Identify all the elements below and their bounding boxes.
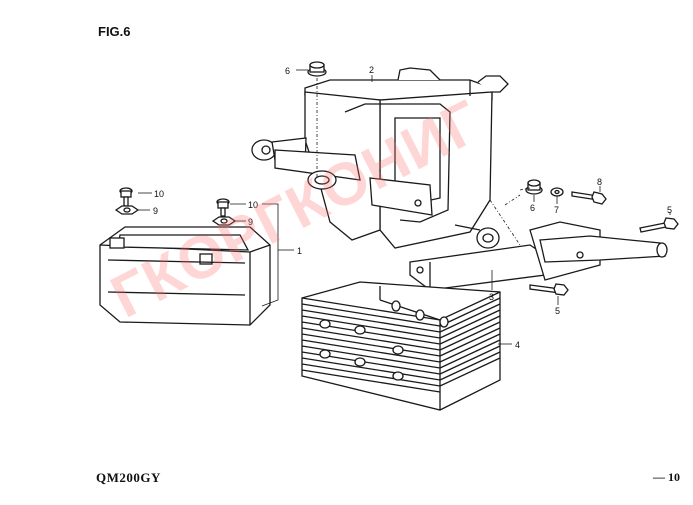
callout-3: 3 — [489, 292, 494, 302]
callout-10: 10 — [248, 200, 258, 210]
callout-2: 2 — [369, 65, 374, 75]
callout-6: 6 — [530, 203, 535, 213]
battery — [99, 226, 271, 326]
model-name: QM200GY — [96, 470, 161, 485]
assembly-line-bracket — [489, 199, 521, 246]
assembly-line-bolt — [504, 187, 531, 206]
battery-rubber-tray — [301, 281, 501, 411]
callout-8: 8 — [597, 177, 602, 187]
figure-title: FIG.6 — [98, 24, 131, 39]
bolt-5a — [639, 217, 679, 233]
callout-10: 10 — [154, 189, 164, 199]
grommet-6b — [525, 179, 543, 195]
washer-7 — [550, 187, 564, 197]
callout-9: 9 — [153, 206, 158, 216]
battery-nut-9a — [114, 205, 140, 215]
grommet-6a — [307, 61, 327, 77]
leader-10b — [230, 203, 279, 307]
battery-box-bracket — [251, 67, 509, 249]
callout-1: 1 — [297, 246, 302, 256]
callout-9: 9 — [248, 217, 253, 227]
bolt-8 — [571, 191, 607, 205]
battery-bolt-10a — [119, 187, 133, 207]
mounting-bracket — [409, 221, 668, 291]
page-number: — 10 — [653, 470, 680, 484]
callout-5: 5 — [667, 205, 672, 215]
callout-6: 6 — [285, 66, 290, 76]
callout-7: 7 — [554, 205, 559, 215]
callout-5: 5 — [555, 306, 560, 316]
battery-bolt-10b — [216, 198, 230, 217]
bolt-5b — [529, 283, 569, 296]
callout-4: 4 — [515, 340, 520, 350]
